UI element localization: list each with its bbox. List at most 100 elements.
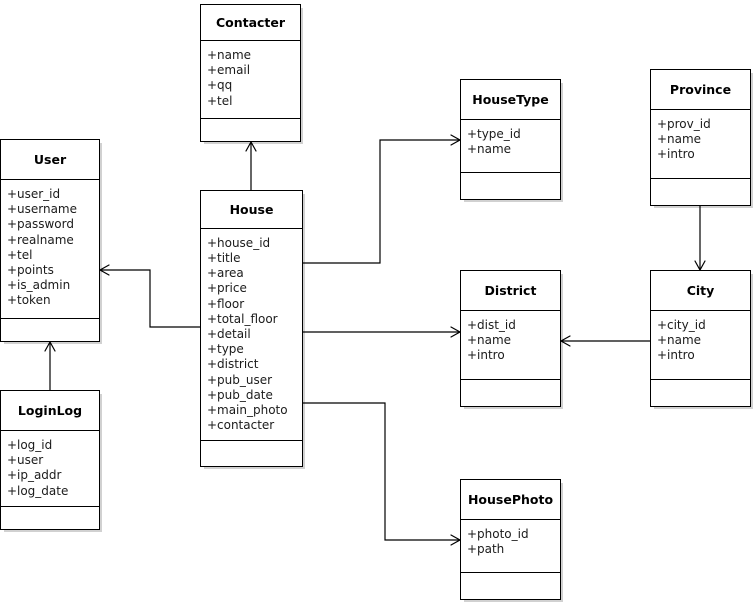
uml-class-user[interactable]: User+user_id+username+password+realname+… bbox=[0, 139, 100, 342]
association-arrowhead-house-to-user bbox=[98, 264, 110, 276]
association-arrowhead-city-to-district bbox=[559, 335, 571, 347]
uml-attribute-name: title bbox=[217, 251, 241, 266]
visibility-public-icon: + bbox=[7, 217, 18, 232]
uml-attribute-name: user bbox=[17, 453, 44, 468]
uml-attribute: +dist_id bbox=[467, 318, 560, 333]
uml-attribute-name: type bbox=[217, 342, 244, 357]
uml-class-city[interactable]: City+city_id+name+intro bbox=[650, 270, 751, 407]
uml-attribute: +log_id bbox=[7, 438, 99, 453]
uml-attribute-name: floor bbox=[217, 296, 245, 311]
uml-attribute-name: contacter bbox=[217, 418, 275, 433]
uml-class-title-contacter: Contacter bbox=[201, 5, 300, 41]
uml-attribute: +name bbox=[657, 132, 750, 147]
uml-attribute: +area bbox=[207, 266, 302, 281]
association-house-to-housetype[interactable] bbox=[303, 134, 462, 264]
visibility-public-icon: + bbox=[207, 418, 218, 433]
visibility-public-icon: + bbox=[467, 542, 478, 557]
uml-attribute: +total_floor bbox=[207, 312, 302, 327]
visibility-public-icon: + bbox=[207, 48, 218, 62]
uml-attribute: +password bbox=[7, 217, 99, 232]
visibility-public-icon: + bbox=[7, 293, 18, 308]
visibility-public-icon: + bbox=[7, 453, 18, 468]
uml-class-house[interactable]: House+house_id+title+area+price+floor+to… bbox=[200, 190, 303, 467]
uml-attribute: +name bbox=[207, 48, 300, 63]
uml-class-province[interactable]: Province+prov_id+name+intro bbox=[650, 69, 751, 206]
uml-class-district[interactable]: District+dist_id+name+intro bbox=[460, 270, 561, 407]
uml-attribute-name: pub_user bbox=[217, 372, 273, 387]
uml-attribute: +ip_addr bbox=[7, 468, 99, 483]
visibility-public-icon: + bbox=[7, 483, 18, 498]
uml-class-title-loginlog: LoginLog bbox=[1, 391, 99, 431]
uml-attribute-name: price bbox=[217, 281, 247, 296]
uml-attribute: +intro bbox=[657, 147, 750, 162]
uml-attribute-name: name bbox=[477, 333, 512, 348]
uml-attribute: +price bbox=[207, 281, 302, 296]
visibility-public-icon: + bbox=[657, 132, 668, 147]
uml-attribute: +is_admin bbox=[7, 278, 99, 293]
association-house-to-contacter[interactable] bbox=[245, 140, 257, 190]
uml-class-contacter[interactable]: Contacter+name+email+qq+tel bbox=[200, 4, 301, 142]
uml-attribute-name: total_floor bbox=[217, 311, 278, 326]
visibility-public-icon: + bbox=[207, 281, 218, 296]
uml-class-housetype[interactable]: HouseType +type_id+name bbox=[460, 79, 561, 200]
visibility-public-icon: + bbox=[7, 438, 18, 452]
uml-attribute-compartment-province: +prov_id+name+intro bbox=[651, 110, 750, 179]
uml-operation-compartment-housetype bbox=[461, 173, 560, 199]
uml-attribute-name: city_id bbox=[667, 318, 706, 332]
association-line-house-to-user bbox=[100, 269, 200, 328]
uml-attribute: +user_id bbox=[7, 187, 99, 202]
uml-attribute-name: email bbox=[217, 63, 251, 78]
association-house-to-housephoto[interactable] bbox=[303, 402, 462, 546]
uml-attribute: +name bbox=[467, 142, 560, 157]
association-house-to-user[interactable] bbox=[98, 264, 200, 328]
uml-attribute-name: realname bbox=[17, 232, 74, 247]
uml-operation-compartment-housephoto bbox=[461, 573, 560, 599]
visibility-public-icon: + bbox=[7, 202, 18, 217]
visibility-public-icon: + bbox=[207, 357, 218, 372]
association-loginlog-to-user[interactable] bbox=[44, 340, 56, 390]
association-province-to-city[interactable] bbox=[694, 206, 706, 272]
uml-attribute: +pub_date bbox=[207, 388, 302, 403]
uml-attribute-name: tel bbox=[217, 93, 233, 108]
association-arrowhead-house-to-contacter bbox=[245, 140, 257, 152]
uml-attribute: +district bbox=[207, 357, 302, 372]
uml-attribute-name: log_date bbox=[17, 483, 69, 498]
uml-attribute: +type_id bbox=[467, 127, 560, 142]
uml-attribute-name: name bbox=[667, 333, 702, 348]
uml-attribute: +tel bbox=[7, 248, 99, 263]
uml-attribute-name: password bbox=[17, 217, 74, 232]
uml-attribute: +type bbox=[207, 342, 302, 357]
uml-class-title-housephoto: HousePhoto bbox=[461, 480, 560, 520]
uml-attribute-name: tel bbox=[17, 247, 33, 262]
uml-operation-compartment-city bbox=[651, 380, 750, 406]
uml-attribute: +city_id bbox=[657, 318, 750, 333]
uml-attribute-name: is_admin bbox=[17, 278, 71, 293]
uml-attribute: +intro bbox=[657, 348, 750, 363]
association-city-to-district[interactable] bbox=[559, 335, 650, 347]
uml-attribute-name: prov_id bbox=[667, 117, 711, 131]
uml-class-loginlog[interactable]: LoginLog+log_id+user+ip_addr+log_date bbox=[0, 390, 100, 530]
uml-attribute: +detail bbox=[207, 327, 302, 342]
uml-attribute: +contacter bbox=[207, 418, 302, 433]
association-house-to-district[interactable] bbox=[303, 326, 462, 338]
uml-class-housephoto[interactable]: HousePhoto+photo_id+path bbox=[460, 479, 561, 600]
uml-attribute-name: log_id bbox=[17, 438, 53, 452]
visibility-public-icon: + bbox=[467, 127, 478, 141]
uml-class-title-house: House bbox=[201, 191, 302, 229]
visibility-public-icon: + bbox=[7, 247, 18, 262]
uml-class-title-housetype: HouseType bbox=[461, 80, 560, 120]
uml-attribute-name: username bbox=[17, 202, 77, 217]
uml-attribute-name: photo_id bbox=[477, 527, 529, 541]
uml-class-title-province: Province bbox=[651, 70, 750, 110]
uml-operation-compartment-loginlog bbox=[1, 507, 99, 529]
visibility-public-icon: + bbox=[467, 142, 478, 157]
uml-attribute-name: name bbox=[477, 142, 512, 157]
uml-attribute-compartment-loginlog: +log_id+user+ip_addr+log_date bbox=[1, 431, 99, 507]
uml-attribute-name: name bbox=[667, 132, 702, 147]
association-arrowhead-loginlog-to-user bbox=[44, 340, 56, 352]
uml-operation-compartment-contacter bbox=[201, 119, 300, 141]
visibility-public-icon: + bbox=[207, 78, 218, 93]
uml-operation-compartment-district bbox=[461, 380, 560, 406]
visibility-public-icon: + bbox=[467, 527, 478, 541]
